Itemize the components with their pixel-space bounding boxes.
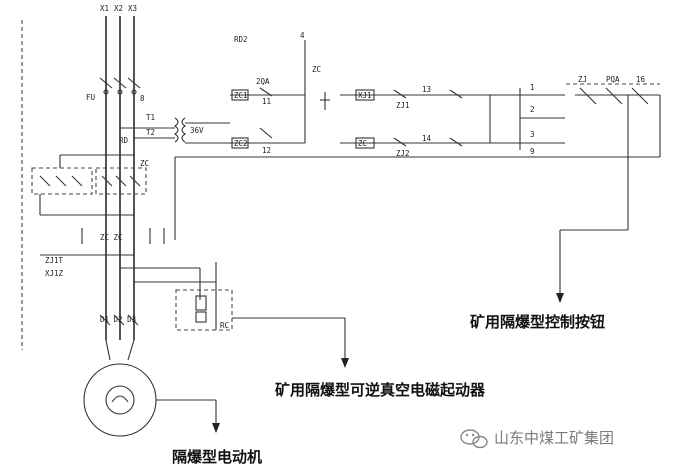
button-pqa-label: PQA [606, 75, 620, 84]
terminal-strip [81, 228, 165, 244]
coil-zc1-label: ZC1 [234, 91, 248, 100]
terminal-x2-label: X2 [114, 4, 123, 13]
transformer-t2-label: T2 [146, 128, 155, 137]
main-contactor-zc-label: ZC [140, 159, 149, 168]
main-power-lines [105, 16, 135, 340]
control-button-box [566, 83, 661, 183]
terminal-x1-label: X1 [100, 4, 109, 13]
relay-zj1t-label: ZJ1T [45, 256, 64, 265]
isolator-switch [99, 77, 141, 95]
caption-explosion-proof-motor: 隔爆型电动机 [172, 448, 262, 466]
relay-xj1-label: XJ1 [358, 91, 372, 100]
fuse-rd2-label: RD2 [234, 35, 248, 44]
control-rung-lower [230, 127, 305, 149]
transformer-t1-label: T1 [146, 113, 155, 122]
button-callout-arrow [556, 183, 629, 303]
voltage-36v-label: 36V [190, 126, 204, 135]
remote-button-circuit [174, 88, 660, 240]
relay-zj2-label: ZJ2 [396, 149, 410, 158]
main-contactor-block [31, 154, 147, 216]
node-2-label: 2 [530, 105, 535, 114]
contactor-zc-top-label: ZC [312, 65, 321, 74]
node-4-label: 4 [300, 31, 305, 40]
fuse-rd-label: RD [119, 136, 129, 145]
button-16-label: 16 [636, 75, 646, 84]
terminal-strip-label: ZC ZC [100, 233, 123, 242]
relay-zj1-label: ZJ1 [396, 101, 410, 110]
caption-control-button: 矿用隔爆型控制按钮 [470, 313, 605, 331]
node-1-label: 1 [530, 83, 535, 92]
node-13-label: 13 [422, 85, 431, 94]
fuse-label: FU [86, 93, 95, 102]
motor-symbol [83, 314, 220, 437]
relay-xj1z-label: XJ1Z [45, 269, 64, 278]
control-transformer [120, 117, 230, 144]
node-9-label: 9 [530, 147, 535, 156]
contactor-zc-label: ZC [358, 139, 367, 148]
terminal-x3-label: X3 [128, 4, 137, 13]
control-rung-upper [230, 40, 306, 143]
wechat-icon [460, 429, 488, 449]
relay-2qa-label: 2QA [256, 77, 270, 86]
node-14-label: 14 [422, 134, 432, 143]
watermark-text: 山东中煤工矿集团 [494, 429, 614, 447]
button-zj-label: ZJ [578, 75, 587, 84]
watermark: 山东中煤工矿集团 [460, 429, 614, 449]
motor-terminals-label: D1 D2 D3 [100, 315, 136, 324]
rc-label: RC [220, 321, 229, 330]
fuse-right-label: 8 [140, 94, 145, 103]
rc-protection-block [40, 254, 349, 368]
coil-zc2-label: ZC2 [234, 139, 248, 148]
node-12-label: 12 [262, 146, 271, 155]
caption-vacuum-starter: 矿用隔爆型可逆真空电磁起动器 [275, 381, 486, 399]
node-11-label: 11 [262, 97, 271, 106]
node-3-label: 3 [530, 130, 535, 139]
